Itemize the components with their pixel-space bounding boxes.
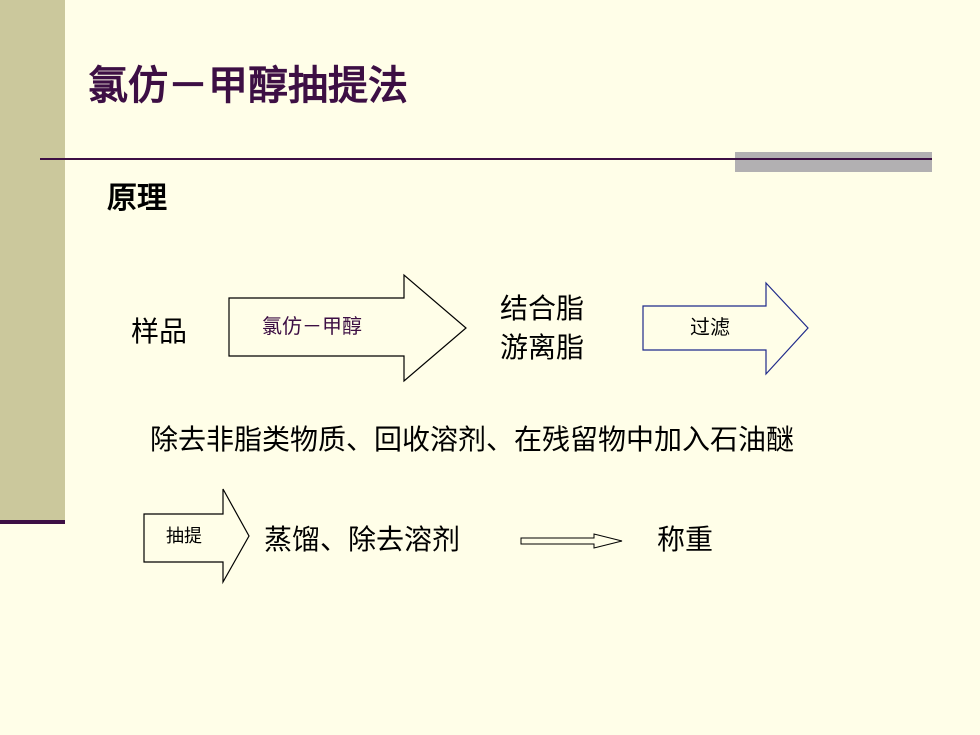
distill-step-text: 蒸馏、除去溶剂	[264, 523, 461, 556]
result-free-lipid: 游离脂	[500, 331, 585, 364]
thin-arrow-icon	[520, 533, 623, 549]
reagent-arrow-icon	[228, 273, 467, 383]
filter-arrow-label: 过滤	[690, 315, 730, 339]
slide-subtitle: 原理	[107, 181, 167, 216]
side-bar	[0, 0, 65, 522]
reagent-arrow-label: 氯仿－甲醇	[262, 314, 362, 338]
process-description: 除去非脂类物质、回收溶剂、在残留物中加入石油醚	[150, 423, 795, 456]
sample-label: 样品	[131, 315, 188, 348]
extract-arrow-icon	[143, 488, 250, 585]
rule-accent-block	[735, 152, 932, 172]
result-bound-lipid: 结合脂	[500, 292, 585, 325]
slide-title: 氯仿－甲醇抽提法	[88, 63, 408, 109]
weigh-text: 称重	[657, 523, 714, 556]
side-rule	[0, 520, 65, 524]
rule-accent-line	[735, 158, 932, 160]
filter-arrow-icon	[642, 281, 809, 376]
title-rule	[40, 158, 930, 160]
extract-arrow-label: 抽提	[166, 526, 202, 547]
